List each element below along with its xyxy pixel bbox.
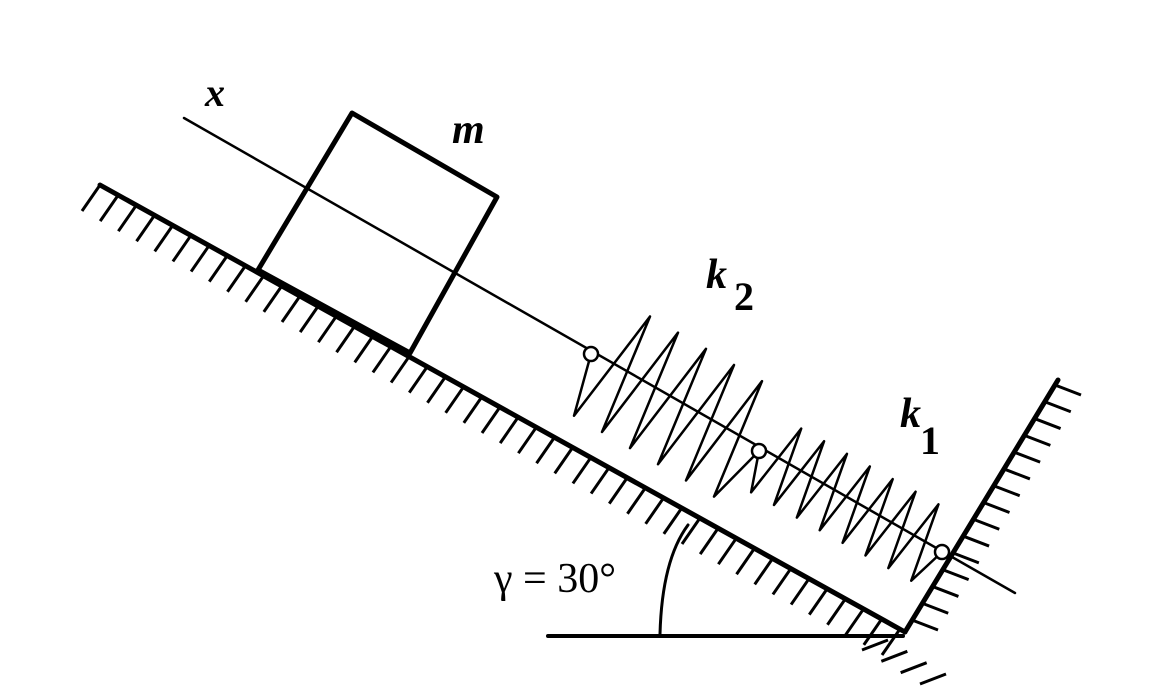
wall-hatch-stroke xyxy=(1003,467,1031,481)
incline-hatch-stroke xyxy=(662,507,684,535)
incline-hatch-stroke xyxy=(789,577,811,606)
incline-hatch-stroke xyxy=(608,476,629,505)
incline-hatch-stroke xyxy=(589,466,611,495)
incline-hatch-stroke xyxy=(571,456,593,485)
incline-hatch-stroke xyxy=(808,587,829,616)
base-hatch-stroke xyxy=(861,638,889,652)
spring-k2 xyxy=(572,315,764,498)
wall-hatching xyxy=(911,383,1082,632)
wall-hatch-stroke xyxy=(1034,417,1062,430)
base-hatch-stroke xyxy=(919,672,947,686)
incline-hatch-stroke xyxy=(335,325,356,354)
wall-hatch-stroke xyxy=(972,517,1000,531)
wall-hatch-stroke xyxy=(1013,450,1041,464)
spring-k1-letter: k xyxy=(900,391,921,437)
incline-hatch-stroke xyxy=(208,254,229,283)
spring-k2-subscript: 2 xyxy=(734,274,754,319)
incline-hatch-stroke xyxy=(280,295,302,323)
incline-hatch-stroke xyxy=(735,547,756,576)
incline-hatch-stroke xyxy=(517,426,538,455)
end-wall xyxy=(902,377,1061,635)
base-hatch-stroke xyxy=(880,649,908,663)
incline-hatch-stroke xyxy=(298,305,320,333)
incline-hatch-stroke xyxy=(480,406,502,434)
incline-hatching xyxy=(80,184,902,656)
incline-hatch-stroke xyxy=(189,244,211,273)
incline-hatch-stroke xyxy=(862,618,884,646)
incline-hatch-stroke xyxy=(389,355,411,384)
incline-hatch-stroke xyxy=(171,234,193,263)
incline-hatch-stroke xyxy=(226,264,247,293)
incline-hatch-stroke xyxy=(753,557,774,586)
base-hatching xyxy=(861,638,947,686)
incline-hatch-stroke xyxy=(117,204,138,233)
incline-hatch-stroke xyxy=(98,194,120,222)
wall-hatch-stroke xyxy=(952,551,980,565)
x-axis-label: x xyxy=(204,70,225,115)
incline-hatch-stroke xyxy=(644,496,665,525)
joint-k2-k1 xyxy=(750,442,768,460)
incline-hatch-stroke xyxy=(498,416,520,444)
wall-hatch-stroke xyxy=(1023,433,1051,447)
wall-hatch-stroke xyxy=(962,534,990,548)
wall-hatch-stroke xyxy=(931,585,959,598)
incline-hatch-stroke xyxy=(317,315,338,344)
x-axis-line xyxy=(182,116,1017,595)
incline-hatch-stroke xyxy=(626,486,647,515)
incline-hatch-stroke xyxy=(135,214,156,243)
incline-hatch-stroke xyxy=(153,224,174,253)
incline-hatch-stroke xyxy=(844,607,865,636)
incline-hatch-stroke xyxy=(80,184,102,212)
base-hatch-stroke xyxy=(900,661,928,675)
mass-block xyxy=(255,110,500,356)
joint-mass-k2 xyxy=(582,345,600,363)
angle-label: γ = 30° xyxy=(493,556,616,602)
incline-hatch-stroke xyxy=(826,597,847,626)
incline-hatch-stroke xyxy=(771,567,793,596)
wall-hatch-stroke xyxy=(1044,400,1072,414)
incline-hatch-stroke xyxy=(680,517,702,545)
wall-hatch-stroke xyxy=(982,501,1011,514)
wall-hatch-stroke xyxy=(911,618,939,632)
incline-hatch-stroke xyxy=(698,527,720,555)
spring-k2-letter: k xyxy=(706,252,727,298)
wall-hatch-stroke xyxy=(993,484,1021,498)
incline-hatch-stroke xyxy=(262,285,284,313)
incline-hatch-stroke xyxy=(880,628,902,656)
angle-arc xyxy=(658,523,690,636)
incline-hatch-stroke xyxy=(244,274,265,303)
spring-k1-subscript: 1 xyxy=(920,418,940,463)
inclined-plane-surface xyxy=(97,182,908,635)
incline-hatch-stroke xyxy=(553,446,574,475)
incline-hatch-stroke xyxy=(462,396,484,424)
mass-label: m xyxy=(452,107,485,153)
joint-k1-wall xyxy=(933,543,951,561)
incline-hatch-stroke xyxy=(535,436,556,465)
wall-hatch-stroke xyxy=(921,601,949,615)
incline-hatch-stroke xyxy=(353,335,374,364)
incline-hatch-stroke xyxy=(408,365,429,394)
spring-k1 xyxy=(749,427,944,582)
incline-hatch-stroke xyxy=(717,537,738,566)
incline-hatch-stroke xyxy=(426,375,447,404)
incline-hatch-stroke xyxy=(371,345,393,374)
wall-hatch-stroke xyxy=(1054,383,1082,397)
incline-hatch-stroke xyxy=(444,385,465,414)
wall-hatch-stroke xyxy=(942,568,970,582)
